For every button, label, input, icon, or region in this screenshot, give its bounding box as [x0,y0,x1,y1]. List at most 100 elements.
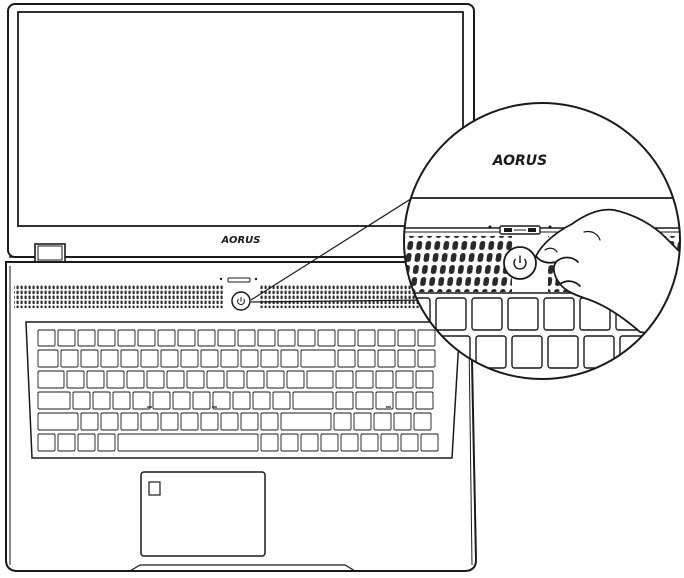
zoom-keyboard-key [475,335,507,369]
keyboard-key [357,349,376,368]
keyboard-key [157,329,176,347]
keyboard-key [260,433,279,452]
keyboard-key [355,391,374,410]
keyboard-key [100,412,119,431]
keyboard-key [360,433,379,452]
keyboard-key [377,329,396,347]
keyboard-key [200,412,219,431]
keyboard-key [86,370,105,389]
keyboard-key [317,329,336,347]
keyboard-key [277,329,296,347]
keyboard-key [166,370,185,389]
keyboard-key [212,391,231,410]
keyboard-key [57,433,76,452]
zoom-keyboard-key [547,335,579,369]
keyboard-key [380,433,399,452]
keyboard-key [300,349,336,368]
keyboard-key [335,391,354,410]
keyboard-key [100,349,119,368]
keyboard-key [413,412,432,431]
keyboard-key [160,349,179,368]
keyboard-key [37,349,59,368]
zoom-callout [403,102,681,380]
zoom-keyboard-key [655,335,680,369]
keyboard-key [197,329,216,347]
keyboard-key [260,349,279,368]
keyboard-key [306,370,334,389]
screen-logo: AORUS [221,235,261,246]
touchpad [140,471,266,557]
keyboard-key [57,329,76,347]
keyboard-key [373,412,392,431]
keyboard-key [280,433,299,452]
keyboard-key [77,433,96,452]
keyboard-key [80,412,99,431]
keyboard-key [192,391,211,410]
keyboard-key [280,349,299,368]
keyboard-key [375,391,394,410]
keyboard-key [177,329,196,347]
zoom-speaker-grille-left [404,236,512,292]
keyboard-key [137,329,156,347]
zoom-keyboard-key [583,335,615,369]
power-icon [237,297,245,306]
keyboard-key [140,349,159,368]
keyboard-key [340,433,359,452]
keyboard-key [240,412,259,431]
keyboard-key [217,329,236,347]
keyboard-key [132,391,151,410]
keyboard-key [246,370,265,389]
power-button[interactable] [231,291,251,311]
keyboard-key [200,349,219,368]
keyboard-key [97,433,116,452]
keyboard-key [397,349,416,368]
zoom-power-button[interactable] [503,246,537,280]
keyboard-key [333,412,352,431]
keyboard-key [220,412,239,431]
keyboard-key [106,370,125,389]
keyboard-key [37,412,79,431]
keyboard-key [120,412,139,431]
keyboard-key [126,370,145,389]
keyboard [37,329,439,452]
zoom-keyboard-key [507,297,539,331]
fingerprint-sensor [148,481,161,496]
keyboard-key [337,349,356,368]
keyboard-key [60,349,79,368]
keyboard-key [37,329,56,347]
keyboard-key [37,391,71,410]
keyboard-key [237,329,256,347]
zoom-callout-leader [250,194,428,303]
keyboard-key [92,391,111,410]
keyboard-key [172,391,191,410]
zoom-power-icon [513,255,527,270]
laptop-lid [7,3,475,258]
zoom-logo: AORUS [492,153,548,169]
keyboard-key [66,370,85,389]
keyboard-key [117,433,259,452]
keyboard-key [335,370,354,389]
keyboard-key [280,412,332,431]
keyboard-key [37,433,56,452]
keyboard-key [397,329,416,347]
keyboard-key [393,412,412,431]
keyboard-key [297,329,316,347]
keyboard-key [120,349,139,368]
keyboard-key [257,329,276,347]
keyboard-key [286,370,305,389]
keyboard-key [415,370,434,389]
keyboard-key [395,391,414,410]
keyboard-key [160,412,179,431]
keyboard-key [112,391,131,410]
keyboard-key [97,329,116,347]
keyboard-key [226,370,245,389]
zoom-keyboard-key [543,297,575,331]
speaker-grille-left [14,284,224,308]
zoom-keyboard-key [435,297,467,331]
keyboard-key [260,412,279,431]
keyboard-key [353,412,372,431]
keyboard-key [117,329,136,347]
keyboard-key [72,391,91,410]
keyboard-key [417,329,436,347]
